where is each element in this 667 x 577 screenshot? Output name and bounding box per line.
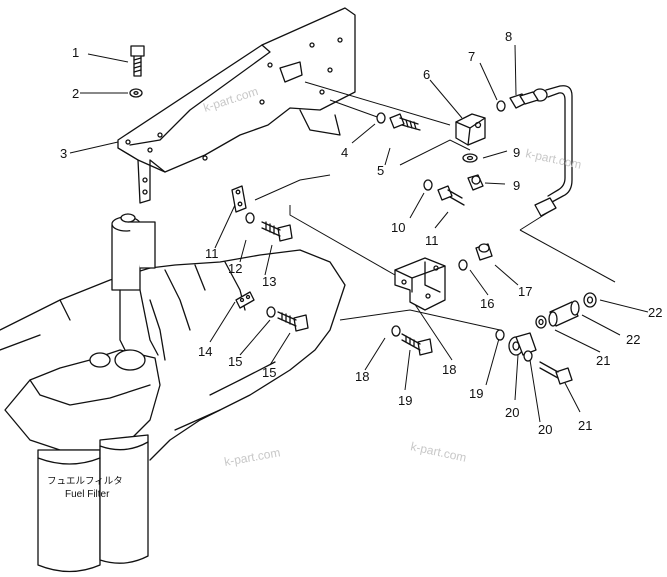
callout-19-upper: 9 (513, 145, 520, 160)
callout-15-upper: 4 (341, 145, 348, 160)
callout-17: 7 (468, 49, 475, 64)
callout-22-lower: 15 (228, 354, 242, 369)
fitting-18-upper (467, 174, 484, 191)
callout-6: 18 (355, 369, 369, 384)
clip-20-lower (235, 291, 255, 309)
bolt-2 (130, 45, 145, 77)
washer-17 (496, 100, 506, 112)
filter-label-jp: フュエルフィルタ (47, 476, 123, 487)
washer-22-upper (245, 212, 255, 224)
nut-11-upper (583, 292, 597, 308)
callout-2: 1 (72, 45, 79, 60)
washer-15-lower (423, 179, 433, 191)
fitting-18-lower (475, 243, 493, 261)
callout-22-upper: 12 (228, 261, 242, 276)
clip-20-upper (231, 185, 247, 213)
sleeve-10 (548, 300, 580, 327)
bracket-12 (455, 113, 486, 146)
callout-14: 5 (377, 163, 384, 178)
main-bracket (117, 7, 356, 204)
bolt-14 (389, 113, 421, 131)
callout-9-left: 19 (469, 386, 483, 401)
callout-18-upper: 9 (513, 178, 520, 193)
callout-11-lower: 21 (596, 353, 610, 368)
callout-labels: 1 2 3 4 5 6 7 8 9 9 10 11 11 12 13 14 15… (60, 29, 662, 437)
washer-19-lower (458, 259, 468, 271)
bolt-21-lower (277, 311, 309, 332)
callout-18-lower: 17 (518, 284, 532, 299)
fuel-filter: フュエルフィルタ Fuel Filter (4, 349, 161, 573)
callout-12: 6 (423, 67, 430, 82)
callout-11-upper: 22 (648, 305, 662, 320)
watermark-4: k-part.com (223, 445, 281, 469)
callout-1: 3 (60, 146, 67, 161)
washer-22-lower (266, 306, 276, 318)
fuel-pipe (534, 85, 573, 217)
callout-20-lower: 14 (198, 344, 212, 359)
engine-block (0, 249, 346, 461)
watermark-3: k-part.com (409, 439, 467, 464)
callout-8: 21 (578, 418, 592, 433)
watermarks: k-part.com k-part.com k-part.com k-part.… (202, 84, 583, 469)
washer-3 (129, 88, 143, 98)
callout-4: 18 (442, 362, 456, 377)
washer-15-upper (376, 112, 386, 124)
callout-5: 19 (398, 393, 412, 408)
bolt-13 (437, 185, 465, 206)
eye-joint-7 (508, 332, 537, 356)
washer-19-upper (462, 153, 478, 163)
callout-13: 11 (425, 233, 439, 248)
fitting-16 (509, 88, 548, 109)
callout-16: 8 (505, 29, 512, 44)
washer-9-left (495, 329, 505, 341)
callout-9-right: 20 (538, 422, 552, 437)
callout-15-lower: 10 (391, 220, 405, 235)
callout-3: 2 (72, 86, 79, 101)
callout-19-lower: 16 (480, 296, 494, 311)
callout-21-lower: 15 (262, 365, 276, 380)
bolt-8 (539, 361, 573, 385)
nut-11-lower (535, 315, 547, 329)
pump-body (111, 213, 159, 361)
washer-6 (391, 325, 401, 337)
watermark-2: k-part.com (524, 146, 582, 171)
callout-21-upper: 13 (262, 274, 276, 289)
callout-20-upper: 11 (205, 246, 219, 261)
bracket-4 (394, 257, 446, 311)
leader-lines (69, 44, 649, 423)
bolt-5 (401, 333, 433, 356)
callout-7: 20 (505, 405, 519, 420)
washer-9-right (523, 350, 533, 362)
callout-10: 22 (626, 332, 640, 347)
bolt-21-upper (261, 221, 293, 242)
filter-label-en: Fuel Filter (65, 489, 110, 500)
